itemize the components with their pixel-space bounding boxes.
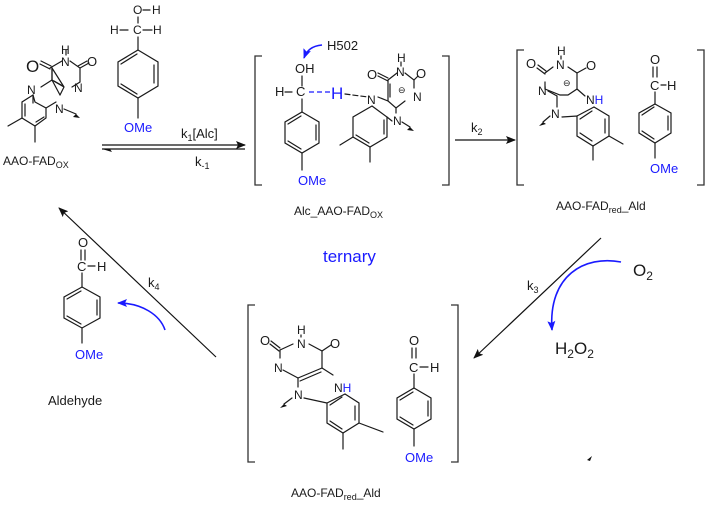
curly-arrow-o2 [547, 259, 622, 331]
curly-arrow-release [117, 299, 166, 331]
fad-red-ald-label-2: AAO-FADred_Ald [291, 486, 381, 502]
atom-H: H [297, 323, 306, 337]
atom-N: N [413, 90, 422, 104]
atom-H: H [61, 43, 70, 57]
atom-H: H [97, 259, 106, 274]
atom-H: H [397, 51, 406, 65]
atom-N: N [61, 55, 70, 69]
k3-label: k3 [527, 278, 539, 295]
k2-label: k2 [471, 120, 483, 137]
alc-fad-ox-label: Alc_AAO-FADOX [294, 204, 383, 220]
atom-C: C [409, 360, 418, 375]
h502-label: H502 [327, 38, 358, 53]
atom-O: O [526, 56, 536, 71]
atom-OH: OH [295, 61, 315, 76]
methoxy-label: OMe [75, 347, 103, 362]
arrow-k4 [58, 207, 217, 358]
atom-O: O [260, 333, 270, 348]
atom-N: N [393, 114, 402, 128]
negative-charge: ⊖ [398, 85, 406, 95]
atom-N: N [367, 93, 376, 107]
alcohol-structure: O H H C H OMe [110, 3, 162, 135]
atom-O: O [409, 333, 419, 348]
bracket-left [516, 49, 524, 186]
atom-N: N [294, 388, 303, 402]
atom-H: H [667, 78, 676, 93]
atom-O: O [87, 54, 97, 69]
atom-N: N [274, 361, 283, 375]
negative-charge: ⊖ [563, 78, 571, 88]
atom-H: H [153, 23, 162, 37]
bracket-left [247, 304, 255, 463]
k4-label: k4 [148, 275, 160, 292]
atom-H: H [557, 44, 566, 58]
ternary-label: ternary [323, 247, 376, 266]
fad-red-ald-label-1: AAO-FADred_Ald [556, 199, 646, 215]
aldehyde-label: Aldehyde [48, 393, 102, 408]
atom-N: N [27, 83, 36, 97]
arrow-k3 [473, 237, 602, 359]
atom-O: O [650, 52, 660, 67]
k1-label: k1[Alc] [181, 126, 218, 143]
nh-label: NH [334, 381, 351, 395]
atom-N: N [297, 337, 306, 351]
fad-ox-label: AAO-FADOX [3, 154, 69, 170]
bracket-left [254, 55, 262, 186]
atom-H: H [275, 84, 284, 99]
atom-O: O [133, 3, 142, 17]
atom-N: N [538, 84, 547, 98]
atom-C: C [650, 78, 659, 93]
hydride-H: H [331, 84, 343, 103]
alc-fad-ox-structure: H502 OH H C H OMe O H N O ⊖ N N N [275, 38, 426, 188]
fad-ox-structure: O H N O N N N [7, 43, 97, 143]
methoxy-label: OMe [298, 173, 326, 188]
atom-O: O [586, 58, 596, 73]
atom-H: H [430, 360, 439, 375]
atom-C: C [133, 23, 142, 37]
atom-N: N [396, 65, 405, 79]
atom-O: O [26, 57, 39, 76]
atom-O: O [367, 67, 377, 82]
atom-O: O [330, 336, 340, 351]
bracket-right [451, 304, 459, 463]
atom-N: N [551, 107, 560, 121]
methoxy-label: OMe [650, 161, 678, 176]
atom-C: C [296, 84, 305, 99]
atom-O: O [416, 66, 426, 81]
atom-N: N [74, 81, 83, 95]
methoxy-label: OMe [124, 120, 152, 135]
h2o2-label: H2O2 [555, 339, 594, 361]
atom-O: O [78, 235, 88, 250]
atom-H: H [110, 23, 119, 37]
stray-arrowhead [587, 456, 592, 461]
curly-arrow-h502 [303, 44, 323, 59]
atom-C: C [77, 259, 86, 274]
k-1-label: k-1 [195, 154, 210, 171]
bracket-right [697, 49, 705, 186]
fad-red-ald-structure-1: O H N O ⊖ N N NH O C H [526, 44, 678, 176]
o2-label: O2 [633, 261, 653, 283]
atom-N: N [55, 102, 64, 116]
aldehyde-structure: O C H OMe [63, 235, 106, 362]
nh-label: NH [586, 93, 603, 107]
bracket-right [442, 55, 450, 186]
methoxy-label: OMe [405, 450, 433, 465]
atom-N: N [556, 58, 565, 72]
atom-H: H [152, 3, 161, 17]
fad-red-ald-structure-2: O H N O N N NH O C H [260, 323, 439, 465]
